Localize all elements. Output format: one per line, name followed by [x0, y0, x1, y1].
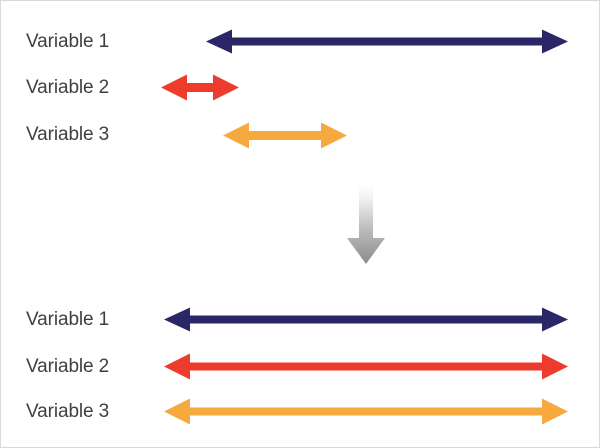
double-arrow-shape: [164, 398, 568, 425]
bottom-arrow-variable-3: [164, 398, 568, 425]
bottom-label-variable-3: Variable 3: [26, 401, 110, 422]
bottom-label-variable-1: Variable 1: [26, 309, 110, 330]
top-label-variable-3: Variable 3: [26, 124, 110, 145]
bottom-label-variable-2: Variable 2: [26, 356, 110, 377]
top-label-variable-2: Variable 2: [26, 77, 110, 98]
top-label-variable-1: Variable 1: [26, 31, 110, 52]
bottom-arrow-variable-2: [164, 353, 568, 380]
top-arrow-variable-2: [161, 74, 239, 101]
top-arrow-variable-1: [206, 29, 568, 54]
down-arrow-icon: [347, 185, 385, 264]
double-arrow-shape: [206, 29, 568, 54]
top-arrow-variable-3: [223, 122, 347, 149]
double-arrow-shape: [223, 122, 347, 149]
bottom-arrow-variable-1: [164, 307, 568, 332]
double-arrow-shape: [164, 307, 568, 332]
double-arrow-shape: [164, 353, 568, 380]
double-arrow-shape: [161, 74, 239, 101]
down-arrow-shape: [347, 185, 385, 264]
